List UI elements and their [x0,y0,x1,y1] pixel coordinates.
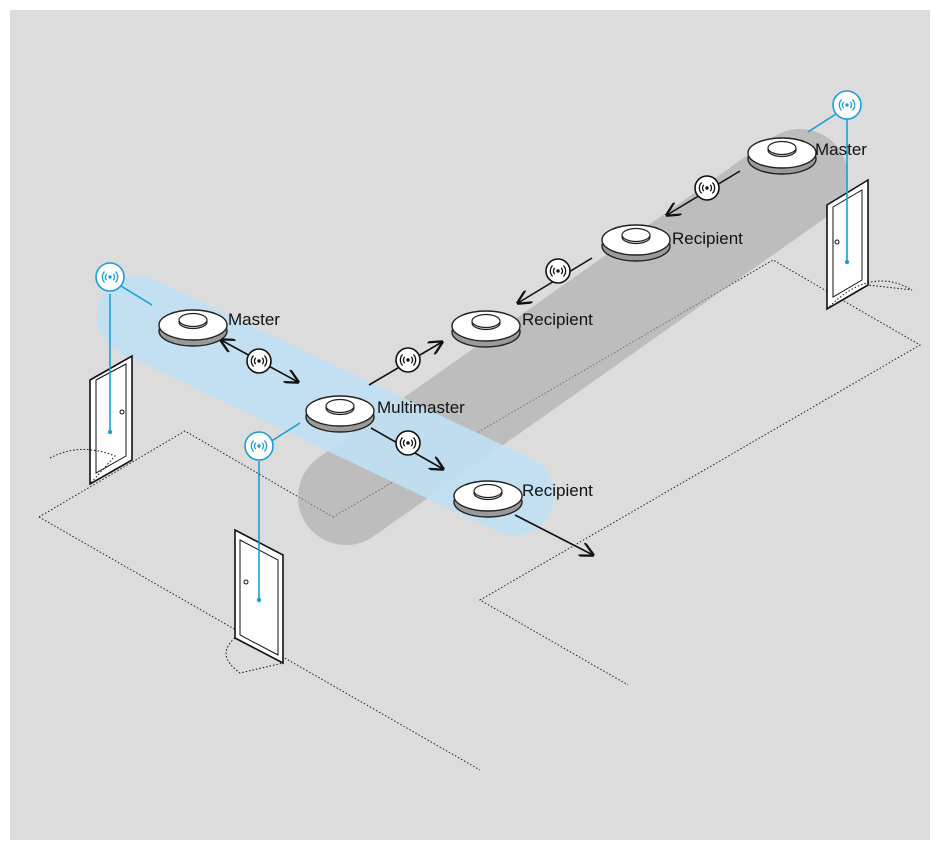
wireless-signal-icon [694,175,720,201]
device-label-recipient-upper-2: Recipient [522,310,593,329]
ap-right-to-master-link [807,113,837,133]
relay-badges [246,175,720,456]
ap-right-cable-end [844,259,850,265]
ap-center-to-multimaster-link [269,422,301,443]
ap-center-cable-end [256,597,262,603]
wireless-signal-icon [395,430,421,456]
device-recipient-upper-1[interactable] [601,224,671,262]
access-point-right[interactable] [832,90,862,120]
device-master-top-right[interactable] [747,137,817,175]
wireless-signal-icon [246,348,272,374]
access-point-left[interactable] [95,262,125,292]
ap-left-to-master-link [120,285,153,306]
diagram-canvas: Master Recipient Recipient Master Multim… [10,10,930,840]
device-label-recipient-lower: Recipient [522,481,593,500]
device-label-recipient-upper-1: Recipient [672,229,743,248]
arrow-lower-continuation [514,514,593,555]
floor-outline-left-wall [38,516,481,771]
door-left [49,354,133,486]
devices [158,137,817,518]
wireless-signal-icon [395,347,421,373]
wireless-signal-icon [545,258,571,284]
access-point-center[interactable] [244,431,274,461]
access-point-links [109,113,848,600]
device-master-left[interactable] [158,309,228,347]
device-label-master-left: Master [228,310,280,329]
device-label-master-top-right: Master [815,140,867,159]
device-label-multimaster: Multimaster [377,398,465,417]
floor-outline-left-room [38,430,334,518]
device-recipient-upper-2[interactable] [451,310,521,348]
network-diagram: Master Recipient Recipient Master Multim… [10,10,930,840]
ap-left-cable-end [107,429,113,435]
device-recipient-lower[interactable] [453,480,523,518]
device-multimaster[interactable] [305,395,375,433]
